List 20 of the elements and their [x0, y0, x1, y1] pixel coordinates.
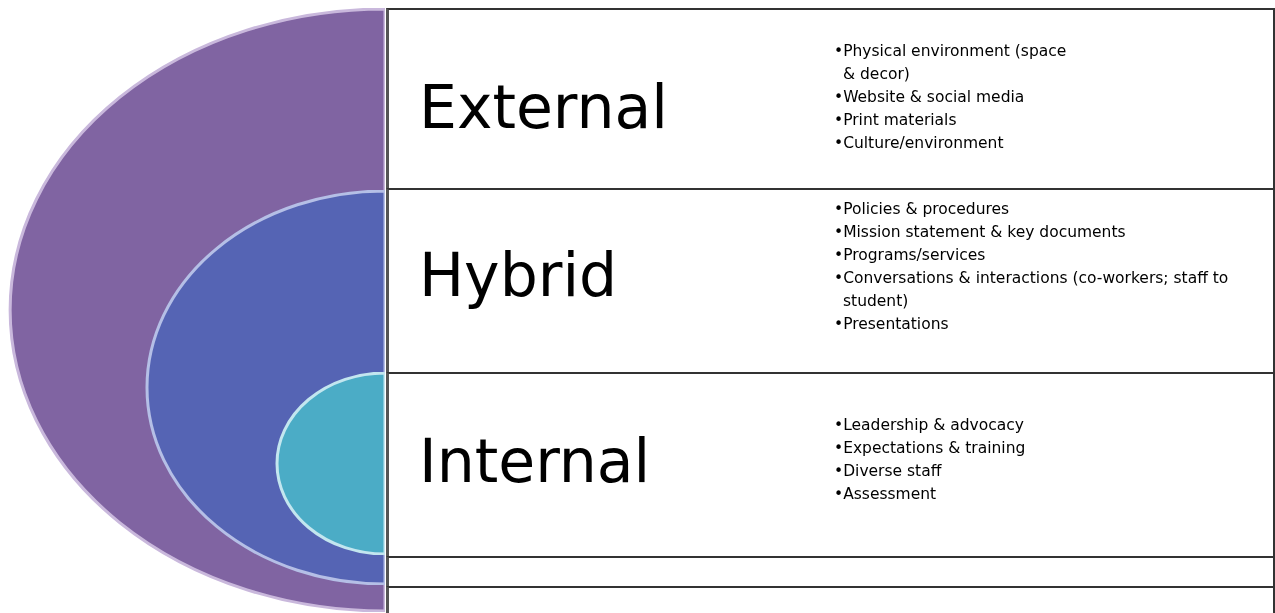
bullet-item: •Physical environment (space & decor) — [834, 41, 1068, 85]
bullet-item: •Conversations & interactions (co-workers; staff to student) — [834, 268, 1230, 312]
bullet-item: •Policies & procedures — [834, 199, 1011, 220]
row-heading: External — [419, 72, 668, 142]
row-panel — [386, 8, 1275, 190]
row-heading: Hybrid — [419, 240, 618, 310]
bullet-item: •Presentations — [834, 314, 950, 335]
bullet-item: •Culture/environment — [834, 133, 1005, 154]
row-panel — [386, 372, 1275, 558]
bullet-item: •Mission statement & key documents — [834, 222, 1127, 243]
bullet-item: •Print materials — [834, 110, 958, 131]
row-panel — [386, 188, 1275, 374]
bullet-item: •Diverse staff — [834, 461, 943, 482]
row-heading: Internal — [419, 426, 651, 496]
bullet-item: •Website & social media — [834, 87, 1026, 108]
row-panel — [386, 556, 1275, 588]
bullet-item: •Leadership & advocacy — [834, 415, 1025, 436]
bullet-item: •Expectations & training — [834, 438, 1027, 459]
bullet-item: •Programs/services — [834, 245, 987, 266]
bullet-item: •Assessment — [834, 484, 938, 505]
